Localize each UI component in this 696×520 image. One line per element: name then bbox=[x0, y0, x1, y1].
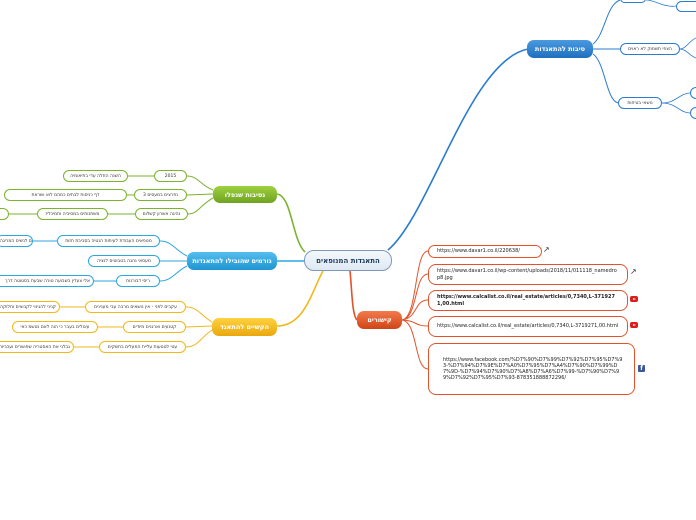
connector-central-difficulties bbox=[276, 270, 324, 327]
connector-central-reasons bbox=[387, 48, 529, 251]
external-link-icon[interactable]: ↗ bbox=[543, 245, 550, 254]
difficulties-item-detail[interactable]: עיגולים בעבר כי הוה לאם נטשמ כאי bbox=[12, 321, 98, 333]
link-url: https://www.calcalist.co.il/real_estate/… bbox=[437, 323, 619, 330]
difficulties-item[interactable]: עטי לטטעות עליית המעלים בתשקים bbox=[99, 341, 186, 353]
connector-central-links bbox=[349, 270, 358, 321]
link-item-davar-image[interactable]: https://www.davar1.co.il/wp-content/uplo… bbox=[428, 264, 628, 285]
reasons-item[interactable]: נושאי בטיחות bbox=[618, 97, 662, 109]
connector-reasons-2-out-b bbox=[661, 102, 691, 114]
reasons-top-node[interactable] bbox=[620, 0, 646, 3]
link-item-calcalist-secondary[interactable]: https://www.calcalist.co.il/real_estate/… bbox=[428, 316, 628, 337]
external-link-icon[interactable]: ↗ bbox=[630, 267, 637, 276]
connector-difficulties-2 bbox=[185, 325, 213, 328]
link-url: https://www.davar1.co.il/wp-content/uplo… bbox=[437, 268, 617, 281]
connector-events-1 bbox=[186, 175, 214, 191]
events-item-detail[interactable]: דף כניסות לבתים כמהם לוא ושראת bbox=[4, 189, 127, 201]
connector-events-3 bbox=[187, 197, 214, 215]
link-item-davar-article[interactable]: https://www.davar1.co.il/220638/ bbox=[428, 245, 542, 258]
branch-events[interactable]: נסיבות שנפלו bbox=[213, 186, 277, 203]
connector-reasons-1-out-b bbox=[679, 48, 696, 59]
branch-reasons[interactable]: סיבות להתאגדות bbox=[527, 40, 593, 58]
factors-item-detail[interactable]: אלי צעדין בשבועה טורה שבעת בסטוטה דרך bbox=[0, 275, 94, 287]
branch-difficulties[interactable]: הקשיים להתאגד bbox=[212, 318, 277, 336]
factors-item-detail[interactable]: ארזים לנשים המריגה bbox=[0, 235, 33, 247]
connector-events-2 bbox=[186, 193, 214, 196]
connector-difficulties-1 bbox=[185, 306, 213, 323]
connector-reasons-top-out bbox=[645, 0, 677, 7]
events-item[interactable]: 2015 bbox=[154, 170, 187, 182]
connector-factors-3 bbox=[159, 265, 188, 282]
reasons-top-child-node[interactable] bbox=[676, 1, 696, 12]
connector-links-3 bbox=[401, 299, 429, 321]
events-item-detail[interactable]: השנה החלה עדי בתיאומיה bbox=[63, 170, 128, 182]
events-item[interactable]: נהיגה אשרון קשלום bbox=[135, 208, 188, 220]
connector-reasons-top bbox=[592, 0, 621, 45]
connector-links-4 bbox=[401, 319, 429, 327]
link-item-calcalist-primary[interactable]: https://www.calcalist.co.il/real_estate/… bbox=[428, 290, 628, 311]
difficulties-item-detail[interactable]: גבלני את האסטריה שפושרים ועכביות bbox=[0, 341, 74, 353]
link-url: https://www.facebook.com/%D7%90%D7%99%D7… bbox=[443, 356, 623, 382]
events-child-node[interactable] bbox=[0, 208, 9, 220]
youtube-icon[interactable] bbox=[630, 322, 638, 328]
reasons-child-node[interactable] bbox=[690, 107, 696, 119]
connector-reasons-1-out-a bbox=[679, 37, 696, 50]
connector-difficulties-3 bbox=[185, 329, 213, 348]
factors-item[interactable]: מנופאים העבודת לעיתות הנטיה בסביבת חזות bbox=[57, 235, 160, 247]
factors-item[interactable]: ריסי דבורנות bbox=[116, 275, 160, 287]
branch-links[interactable]: קישורים bbox=[357, 311, 402, 329]
connector-reasons-2 bbox=[592, 53, 619, 104]
connector-reasons-2-out-a bbox=[661, 92, 691, 104]
youtube-icon[interactable] bbox=[630, 296, 638, 302]
difficulties-item[interactable]: עקבים לפני - אין נושאים מרבה עבי מענינים bbox=[85, 301, 186, 313]
branch-factors[interactable]: גורמים שהובילו להתאגדות bbox=[187, 252, 277, 270]
link-item-facebook[interactable]: https://www.facebook.com/%D7%90%D7%99%D7… bbox=[428, 343, 635, 395]
link-url: https://www.davar1.co.il/220638/ bbox=[437, 248, 520, 255]
link-url: https://www.calcalist.co.il/real_estate/… bbox=[437, 294, 615, 307]
connector-links-5 bbox=[401, 319, 429, 370]
difficulties-item[interactable]: קטנעים וארגנים מיודים bbox=[123, 321, 186, 333]
factors-item[interactable]: מעסאי נהגה בטבוטים לנציה bbox=[88, 255, 160, 267]
reasons-item[interactable]: הצפי תשמוק לא ראוים bbox=[620, 43, 680, 55]
facebook-icon[interactable]: f bbox=[638, 365, 645, 372]
events-item[interactable]: 3 נפרצים במעסים bbox=[134, 189, 187, 201]
central-topic[interactable]: התאגדות המנופאים bbox=[304, 250, 392, 271]
connector-central-events bbox=[276, 193, 306, 253]
reasons-child-node[interactable] bbox=[690, 87, 696, 99]
connector-factors-1 bbox=[159, 240, 188, 257]
difficulties-item-detail[interactable]: קניני להגינוי לקבוצים וחלוקה bbox=[0, 301, 60, 313]
connector-links-2 bbox=[401, 273, 429, 321]
events-item-detail[interactable]: משתנותים במסיביה ותמיכליז bbox=[37, 208, 108, 220]
